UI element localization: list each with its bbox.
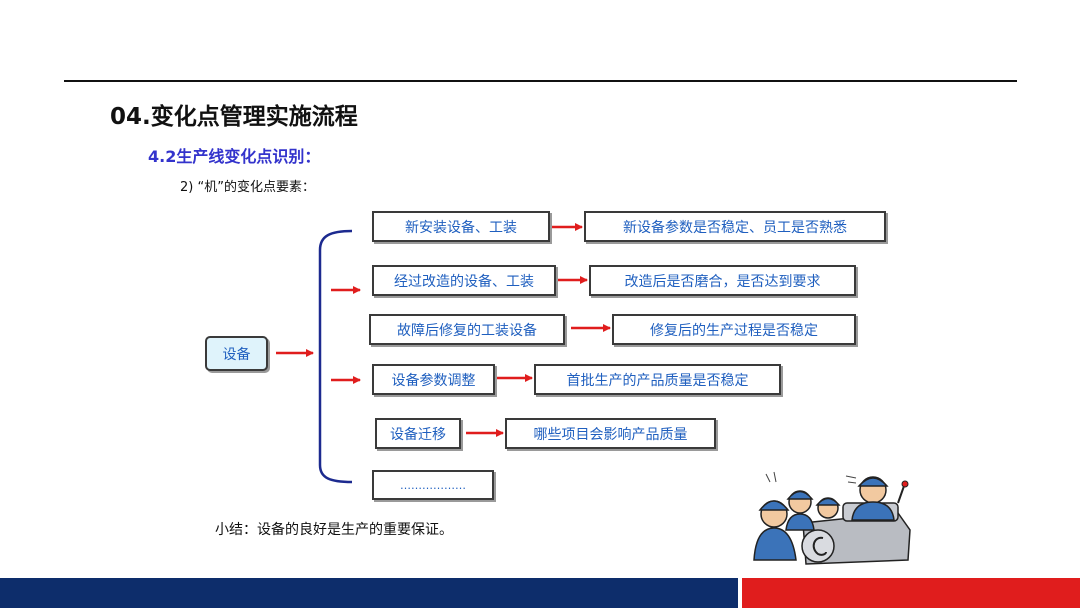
footer-bar-red <box>742 578 1080 608</box>
section-subtitle: 4.2生产线变化点识别： <box>148 147 321 166</box>
effect-box: 改造后是否磨合，是否达到要求 <box>589 265 856 296</box>
effect-box: 修复后的生产过程是否稳定 <box>612 314 856 345</box>
workers-lathe-illustration <box>753 471 911 565</box>
cause-box: 设备参数调整 <box>372 364 495 395</box>
bracket-brace <box>318 229 353 484</box>
root-node-equipment: 设备 <box>205 336 268 371</box>
item-heading: 2) “机”的变化点要素： <box>180 180 315 195</box>
effect-box: 哪些项目会影响产品质量 <box>505 418 716 449</box>
top-divider <box>64 80 1017 82</box>
cause-box: 设备迁移 <box>375 418 461 449</box>
footer-bar-gap <box>738 578 742 608</box>
page-title: 04.变化点管理实施流程 <box>110 104 358 130</box>
cause-box: 故障后修复的工装设备 <box>369 314 565 345</box>
footer-bar-blue <box>0 578 738 608</box>
ellipsis-box: ……………… <box>372 470 494 500</box>
summary-text: 小结：设备的良好是生产的重要保证。 <box>215 522 453 538</box>
effect-box: 新设备参数是否稳定、员工是否熟悉 <box>584 211 886 242</box>
effect-box: 首批生产的产品质量是否稳定 <box>534 364 781 395</box>
cause-box: 经过改造的设备、工装 <box>372 265 556 296</box>
cause-box: 新安装设备、工装 <box>372 211 550 242</box>
